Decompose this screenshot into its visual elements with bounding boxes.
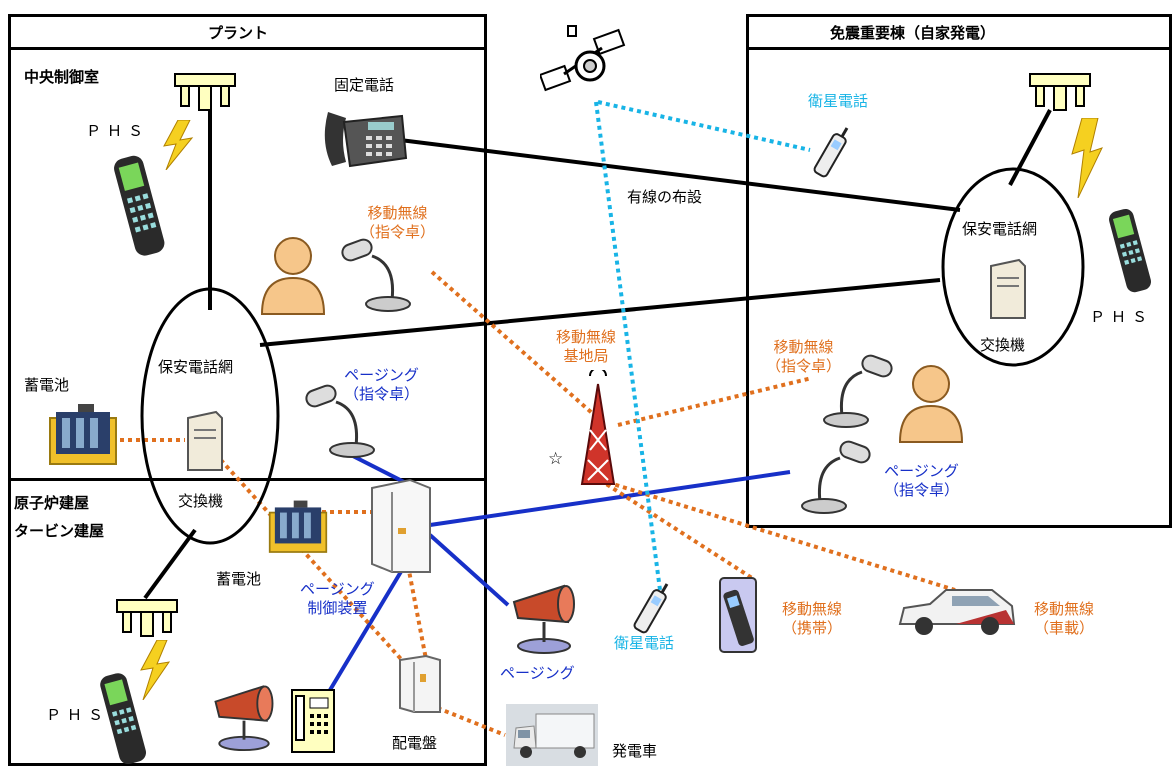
lightning-icon — [163, 120, 194, 170]
label-line: （指令卓） — [360, 222, 436, 241]
battery-label: 蓄電池 — [216, 570, 262, 588]
phs-handset-icon — [114, 155, 165, 256]
plant-title: プラント — [208, 24, 269, 42]
desk-microphone-icon — [305, 384, 375, 458]
reactor-region — [8, 478, 487, 766]
phs-label: ＰＨＳ — [1090, 308, 1154, 326]
wired-line — [143, 528, 197, 600]
mobile-radio-link — [430, 270, 602, 422]
label-line: 移動無線 — [782, 600, 843, 618]
satellite-link — [597, 100, 811, 152]
paging-console-label: ページング （指令卓） — [884, 462, 959, 500]
lightning-icon — [1071, 118, 1103, 198]
label-line: ページング — [300, 580, 375, 598]
label-line: （車載） — [1034, 618, 1095, 637]
security-net-right-ellipse — [941, 167, 1085, 367]
paging-controller-icon — [371, 478, 431, 573]
phs-antenna-icon — [116, 599, 178, 637]
satellite-phone-icon — [813, 127, 849, 178]
paging-line — [328, 563, 407, 692]
security-net-label: 保安電話網 — [158, 358, 234, 376]
label-line: 移動無線 — [1034, 600, 1095, 618]
exchange-label: 交換機 — [178, 492, 224, 510]
label-line: 基地局 — [563, 346, 609, 365]
paging-controller-label: ページング 制御装置 — [300, 580, 375, 618]
megaphone-icon — [512, 584, 575, 654]
wired-label: 有線の布設 — [627, 188, 703, 206]
paging-line — [429, 470, 791, 527]
portable-radio-label: 移動無線 （携帯） — [782, 600, 842, 638]
label-line: 制御装置 — [307, 598, 368, 617]
mobile-radio-link — [617, 376, 813, 427]
lightning-icon — [140, 640, 171, 700]
plant-header — [8, 14, 487, 50]
label-line: 移動無線 — [556, 328, 617, 346]
phs-handset-icon — [1109, 208, 1152, 293]
switchboard-label: 配電盤 — [392, 734, 438, 752]
turbine-building-title: タービン建屋 — [14, 522, 105, 540]
label-line: （指令卓） — [344, 384, 420, 403]
satellite-link — [594, 101, 662, 591]
satellite-icon — [540, 25, 626, 92]
mobile-base-station-label: 移動無線 基地局 — [556, 328, 616, 366]
control-room-title: 中央制御室 — [24, 68, 100, 86]
label-line: （指令卓） — [766, 356, 842, 375]
satellite-phone-label: 衛星電話 — [808, 92, 869, 110]
mobile-radio-console-label: 移動無線 （指令卓） — [360, 204, 435, 242]
reactor-building-title: 原子炉建屋 — [14, 494, 90, 512]
label-line: （指令卓） — [884, 480, 960, 499]
paging-label: ページング — [500, 664, 575, 682]
star-marker: ☆ — [548, 449, 564, 469]
mobile-radio-console-label: 移動無線 （指令卓） — [766, 338, 841, 376]
megaphone-icon — [214, 685, 274, 752]
desk-phone-icon — [324, 112, 408, 168]
radio-tower-icon — [580, 370, 616, 485]
desk-microphone-icon — [823, 354, 893, 428]
paging-console-label: ページング （指令卓） — [344, 366, 419, 404]
wired-line — [259, 278, 941, 347]
quake-building-title: 免震重要棟（自家発電） — [830, 24, 996, 42]
phs-label: ＰＨＳ — [46, 706, 110, 724]
desk-microphone-icon — [341, 238, 411, 312]
phs-antenna-icon — [1029, 73, 1091, 111]
label-line: 移動無線 — [367, 204, 428, 222]
paging-line — [428, 533, 510, 607]
mobile-radio-link — [598, 478, 754, 580]
quake-building-header — [746, 14, 1172, 50]
vehicle-icon — [898, 589, 1016, 635]
wired-line — [1008, 109, 1052, 186]
label-line: ページング — [884, 462, 959, 480]
phs-handset-icon — [100, 673, 147, 765]
switchboard-icon — [399, 654, 441, 713]
mobile-radio-link — [403, 549, 432, 681]
mobile-radio-link — [599, 478, 956, 592]
desk-microphone-icon — [801, 440, 871, 514]
security-net-left-ellipse — [140, 287, 280, 545]
exchange-server-icon — [187, 410, 223, 471]
battery-icon — [49, 404, 117, 465]
wired-line — [399, 138, 961, 212]
wall-phone-icon — [291, 689, 335, 753]
portable-radio-icon — [719, 577, 757, 653]
label-line: 移動無線 — [773, 338, 834, 356]
fixed-phone-label: 固定電話 — [334, 76, 395, 94]
power-truck-icon — [506, 704, 598, 766]
exchange-label: 交換機 — [980, 336, 1026, 354]
security-net-label: 保安電話網 — [962, 220, 1038, 238]
label-line: ページング — [344, 366, 419, 384]
operator-person-icon — [898, 365, 964, 443]
phs-antenna-icon — [174, 73, 236, 111]
label-line: （携帯） — [782, 618, 843, 637]
satellite-phone-icon — [633, 583, 669, 634]
mobile-radio-link — [429, 703, 506, 737]
battery-icon — [268, 500, 328, 553]
power-truck-label: 発電車 — [612, 742, 658, 760]
battery-label: 蓄電池 — [24, 376, 70, 394]
phs-label: ＰＨＳ — [86, 122, 150, 140]
satellite-phone-label: 衛星電話 — [614, 634, 675, 652]
operator-person-icon — [260, 237, 326, 315]
vehicle-radio-label: 移動無線 （車載） — [1034, 600, 1094, 638]
exchange-server-icon — [990, 258, 1026, 319]
